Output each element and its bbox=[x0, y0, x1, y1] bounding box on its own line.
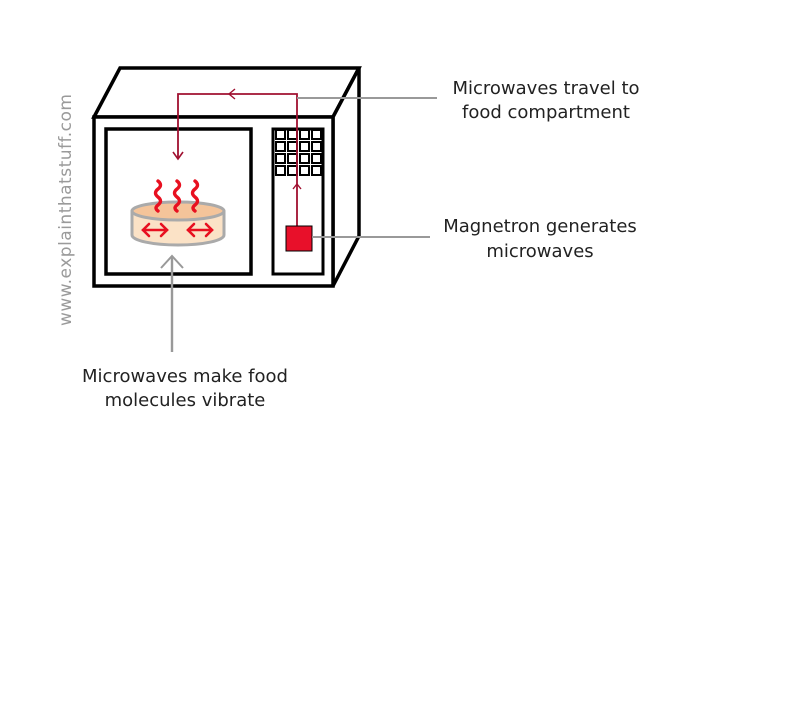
label-travel-line-1: Microwaves travel to bbox=[452, 78, 639, 99]
label-magnetron-line-2: microwaves bbox=[486, 241, 593, 262]
pointer-arrow-icon bbox=[160, 254, 184, 269]
chevron-up-icon bbox=[292, 182, 302, 190]
chevron-down-icon bbox=[172, 151, 184, 161]
label-travel-line-2: food compartment bbox=[462, 102, 630, 123]
keypad-grid bbox=[275, 129, 322, 176]
oven-top-face bbox=[91, 66, 362, 119]
steam-icon bbox=[153, 179, 200, 213]
microwave-path bbox=[177, 93, 298, 226]
chevron-left-icon bbox=[227, 88, 236, 100]
double-arrow-icon bbox=[141, 222, 169, 238]
label-vibrate-line-2: molecules vibrate bbox=[105, 390, 266, 411]
double-arrow-icon bbox=[186, 222, 214, 238]
label-vibrate-line-1: Microwaves make food bbox=[82, 366, 288, 387]
magnetron bbox=[285, 225, 313, 252]
watermark-text: www.explainthatstuff.com bbox=[56, 94, 76, 326]
label-magnetron-line-1: Magnetron generates bbox=[443, 216, 637, 237]
food-dish bbox=[130, 200, 226, 247]
